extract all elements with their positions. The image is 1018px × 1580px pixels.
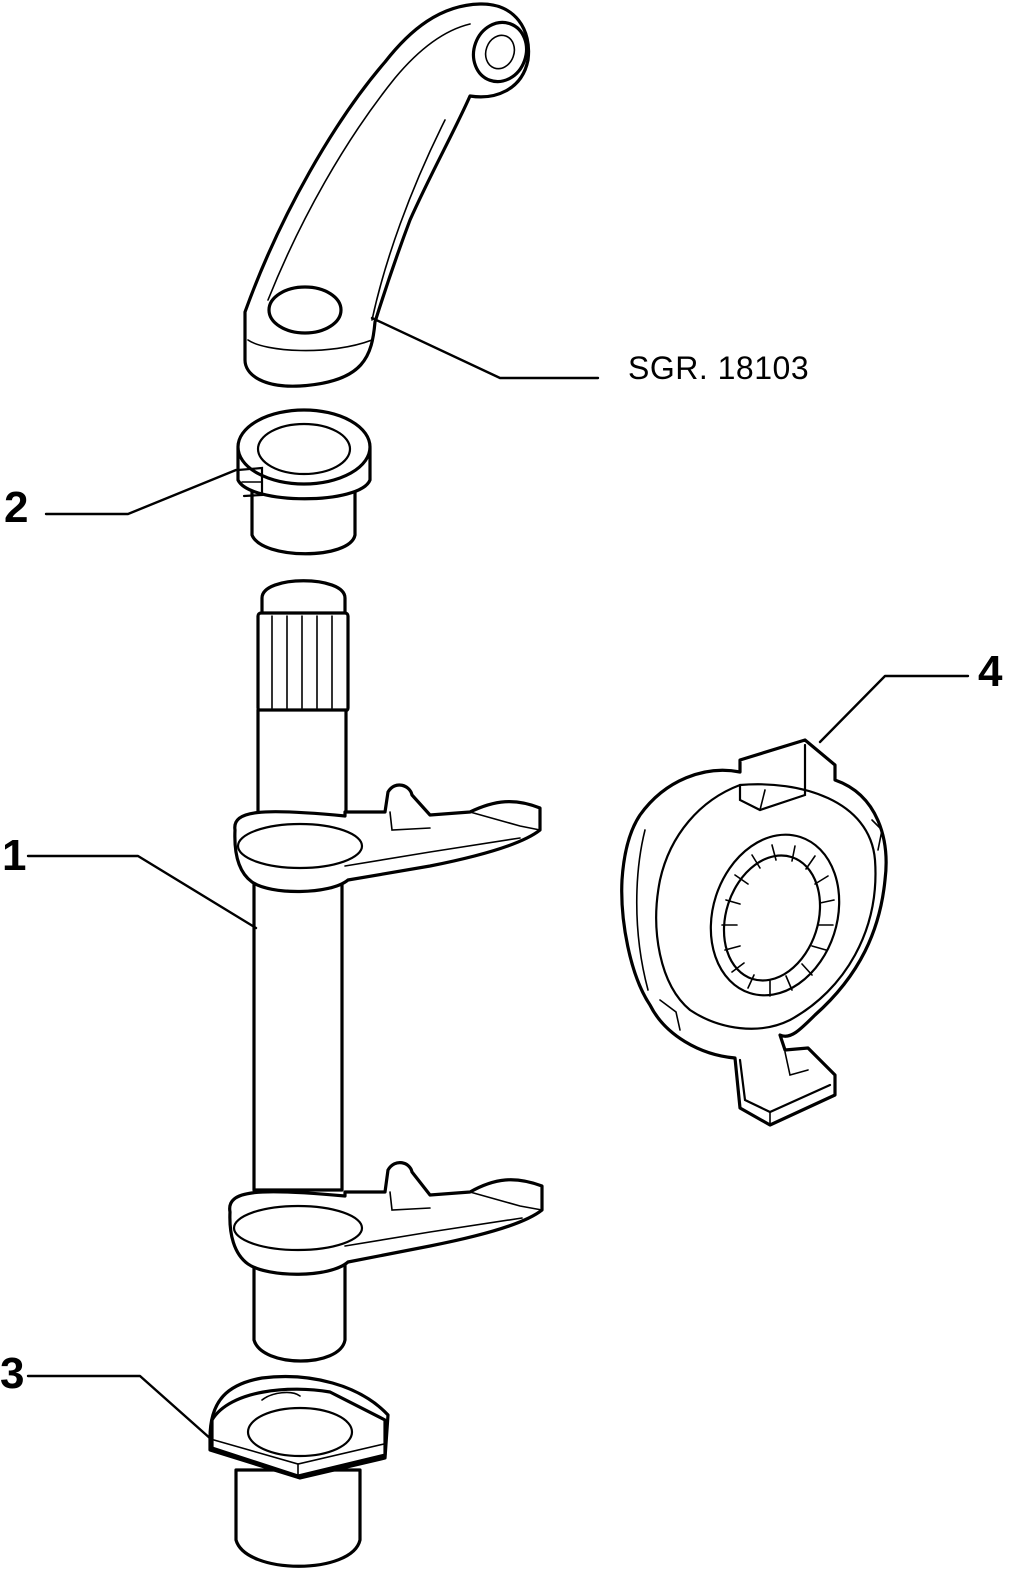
group-reference-label: SGR. 18103 xyxy=(628,350,810,386)
callout-label-1: 1 xyxy=(2,831,27,880)
leader-line-3 xyxy=(26,1374,214,1442)
release-bearing-part xyxy=(620,738,888,1127)
selector-shaft-part xyxy=(228,579,544,1363)
callout-label-3: 3 xyxy=(0,1349,25,1398)
callout-label-4: 4 xyxy=(978,647,1003,696)
leader-line-2 xyxy=(44,468,238,516)
callout-label-2: 2 xyxy=(4,483,29,532)
upper-bushing-part xyxy=(236,408,372,556)
leader-line-1 xyxy=(26,854,258,930)
lower-bushing-part xyxy=(208,1374,390,1568)
leader-line-sgr xyxy=(370,316,600,380)
lever-arm-part xyxy=(243,2,531,388)
leader-line-4 xyxy=(818,674,970,744)
